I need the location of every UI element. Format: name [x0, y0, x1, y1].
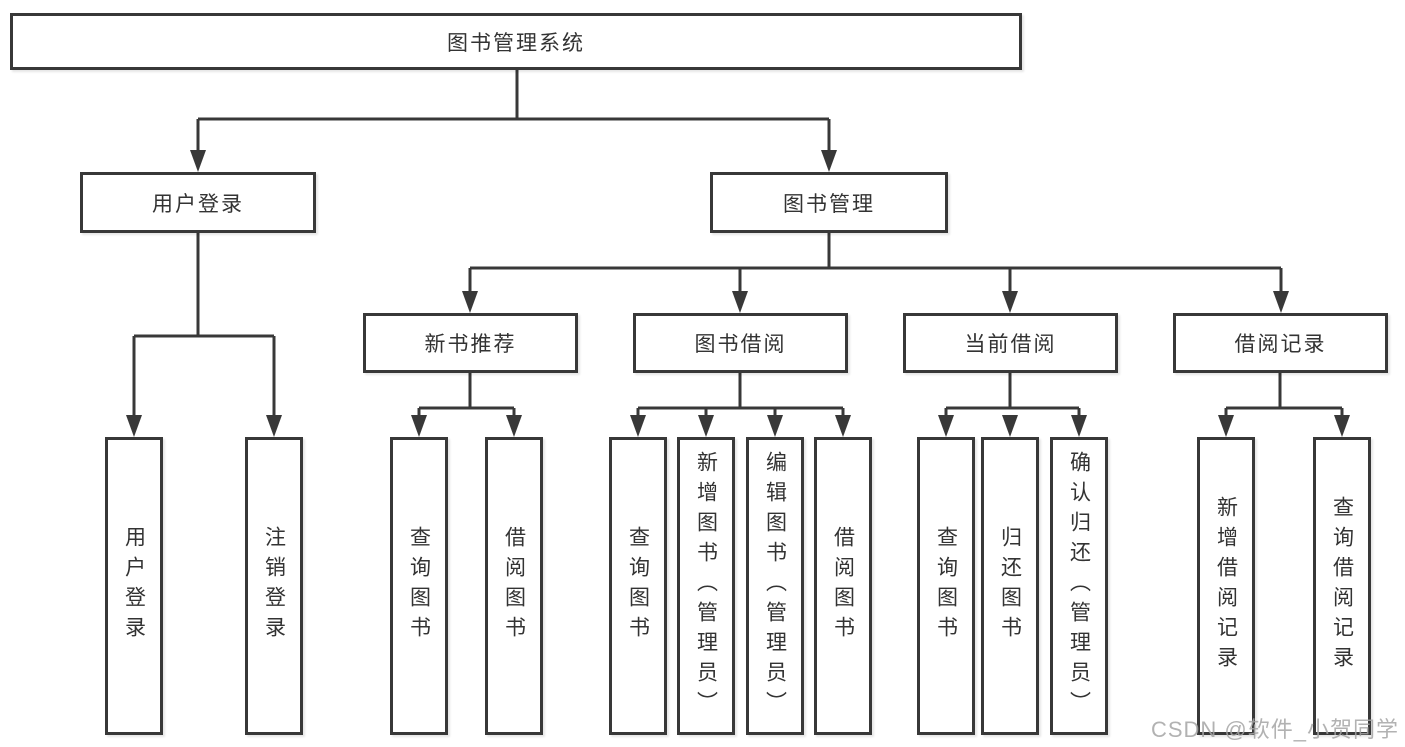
node-leaf-logout-login: 注销登录: [245, 437, 303, 735]
node-book-borrow: 图书借阅: [633, 313, 848, 373]
node-user-login: 用户登录: [80, 172, 316, 233]
node-leaf-query-books-recommend-label: 查询图书: [407, 526, 431, 646]
node-leaf-user-login-label: 用户登录: [122, 526, 146, 646]
node-borrow-records-label: 借阅记录: [1234, 333, 1327, 356]
node-leaf-return-book: 归还图书: [981, 437, 1039, 735]
node-leaf-return-book-label: 归还图书: [998, 526, 1022, 646]
node-leaf-query-borrow-record-label: 查询借阅记录: [1330, 496, 1354, 676]
node-new-book-recommend: 新书推荐: [363, 313, 578, 373]
node-book-management: 图书管理: [710, 172, 948, 233]
node-leaf-edit-book-admin-label: 编辑图书（管理员）: [763, 451, 787, 721]
node-current-borrow-label: 当前借阅: [964, 333, 1057, 356]
node-book-management-label: 图书管理: [783, 192, 875, 216]
node-leaf-borrow-books-borrow-label: 借阅图书: [831, 526, 855, 646]
node-leaf-user-login: 用户登录: [105, 437, 163, 735]
watermark: CSDN @软件_小贺同学: [1150, 717, 1399, 742]
node-leaf-borrow-books-recommend-label: 借阅图书: [502, 526, 526, 646]
node-leaf-query-books-current-label: 查询图书: [934, 526, 958, 646]
node-root-label: 图书管理系统: [447, 31, 585, 55]
node-leaf-query-books-borrow: 查询图书: [609, 437, 667, 735]
node-leaf-borrow-books-recommend: 借阅图书: [485, 437, 543, 735]
node-root: 图书管理系统: [10, 13, 1022, 70]
node-leaf-add-borrow-record: 新增借阅记录: [1197, 437, 1255, 735]
node-user-login-label: 用户登录: [152, 192, 244, 216]
node-leaf-query-books-recommend: 查询图书: [390, 437, 448, 735]
node-leaf-add-book-admin: 新增图书（管理员）: [677, 437, 735, 735]
node-leaf-confirm-return-admin: 确认归还（管理员）: [1050, 437, 1108, 735]
node-leaf-borrow-books-borrow: 借阅图书: [814, 437, 872, 735]
node-current-borrow: 当前借阅: [903, 313, 1118, 373]
node-leaf-add-book-admin-label: 新增图书（管理员）: [694, 451, 718, 721]
node-leaf-query-books-borrow-label: 查询图书: [626, 526, 650, 646]
node-leaf-edit-book-admin: 编辑图书（管理员）: [746, 437, 804, 735]
node-new-book-recommend-label: 新书推荐: [424, 333, 517, 356]
node-borrow-records: 借阅记录: [1173, 313, 1388, 373]
node-book-borrow-label: 图书借阅: [694, 333, 787, 356]
node-leaf-query-borrow-record: 查询借阅记录: [1313, 437, 1371, 735]
node-leaf-query-books-current: 查询图书: [917, 437, 975, 735]
node-leaf-confirm-return-admin-label: 确认归还（管理员）: [1067, 451, 1091, 721]
node-leaf-logout-login-label: 注销登录: [262, 526, 286, 646]
node-leaf-add-borrow-record-label: 新增借阅记录: [1214, 496, 1238, 676]
